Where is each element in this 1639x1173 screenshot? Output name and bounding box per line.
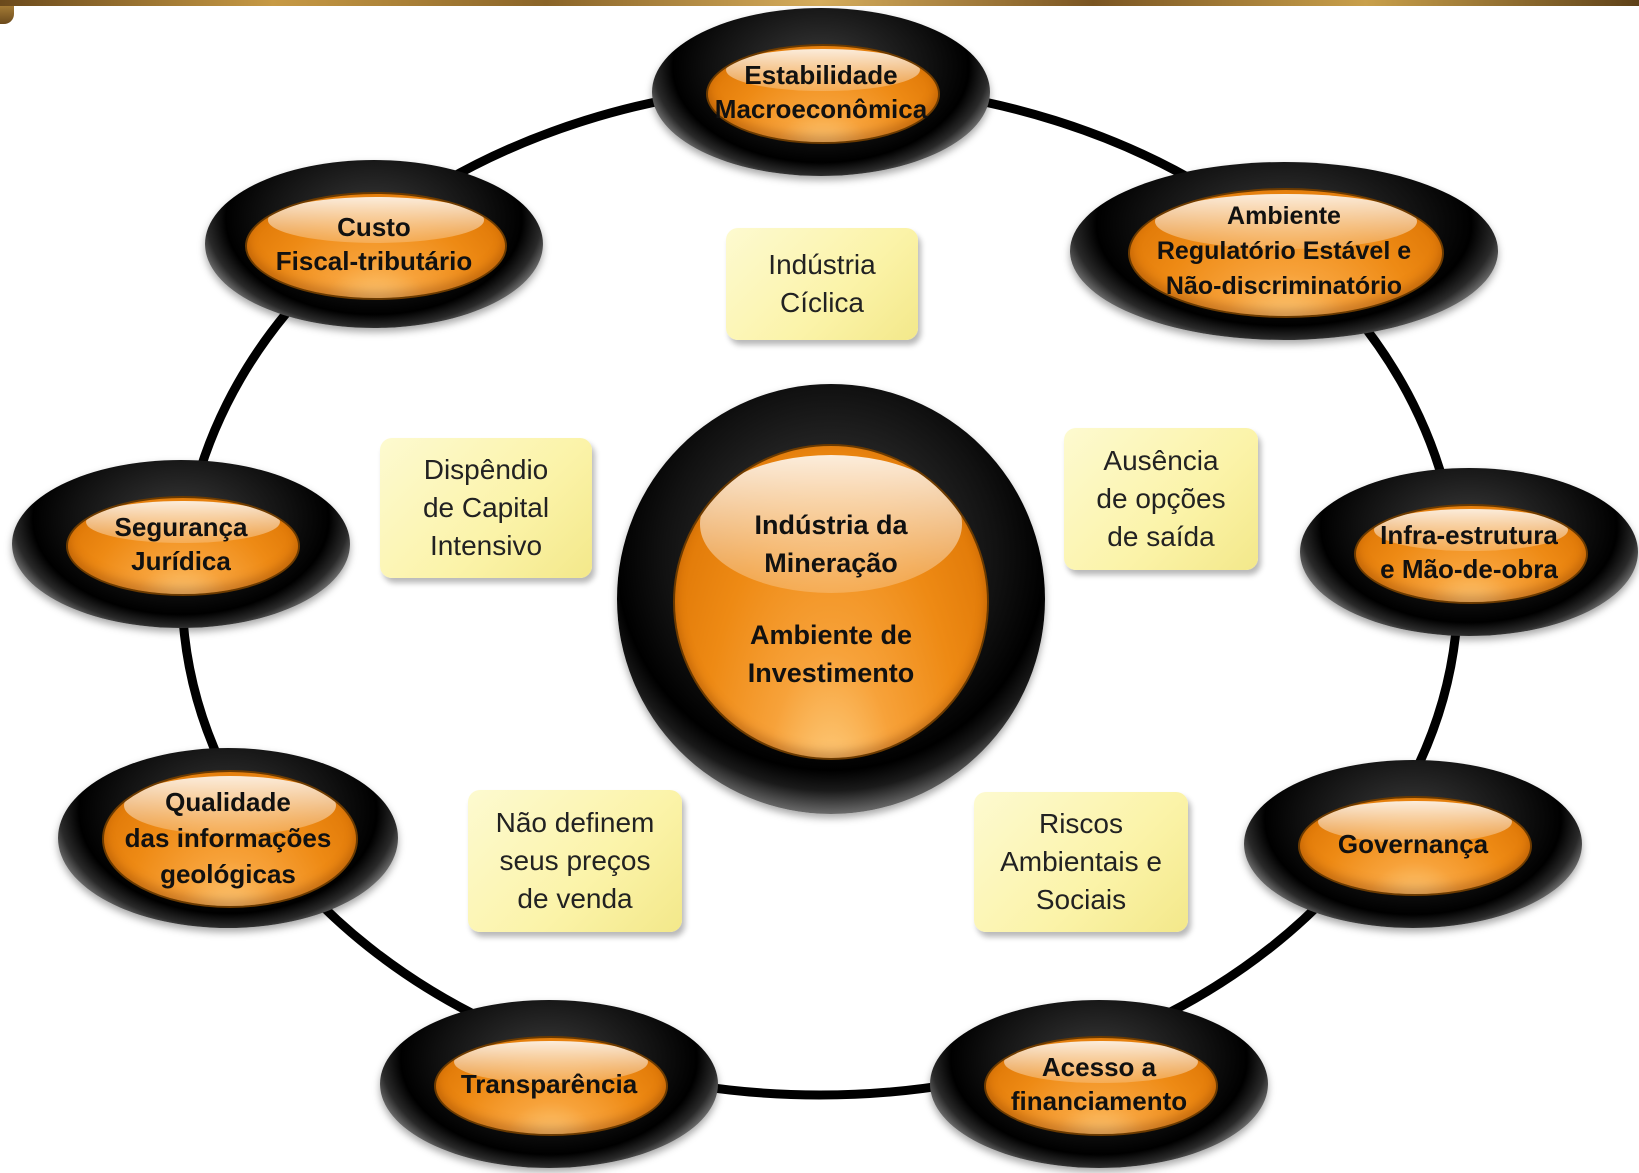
node-core (102, 770, 358, 908)
node-core (434, 1036, 668, 1136)
node-label-line: geológicas (160, 859, 296, 889)
note-line: Riscos (1038, 808, 1123, 839)
node-label: Governança (1244, 760, 1582, 928)
node-label-line: Custo (337, 212, 411, 242)
node-label-line: Governança (1337, 829, 1489, 859)
node-label: Custo Fiscal-tributário (205, 160, 543, 328)
node-label-line: Estabilidade (744, 60, 898, 90)
center-subtitle-line-1: Ambiente de (749, 620, 913, 650)
node-label-line: Transparência (460, 1069, 638, 1099)
note-line: de opções (1096, 483, 1226, 514)
node-core (984, 1036, 1218, 1136)
note-line: seus preços (499, 845, 651, 876)
note-line: Indústria (768, 249, 876, 280)
node-label: Ambiente Regulatório Estável e Não-discr… (1070, 162, 1498, 340)
top-photo-band (0, 0, 1639, 6)
node-transparencia: Transparência (380, 1000, 718, 1168)
node-label-line: Segurança (114, 512, 248, 542)
node-core (1298, 796, 1532, 896)
note-line: Ausência (1103, 445, 1219, 476)
node-acesso-financiamento: Acesso a financiamento (930, 1000, 1268, 1168)
node-label-line: Ambiente (1227, 201, 1341, 230)
center-hub: Indústria da Mineração Ambiente de Inves… (617, 384, 1045, 814)
note-line: Não definem (495, 807, 655, 838)
node-label-line: Regulatório Estável e (1156, 236, 1412, 265)
node-label-line: Macroeconômica (714, 94, 928, 124)
node-infra-estrutura: Infra-estrutura e Mão-de-obra (1300, 468, 1638, 636)
node-label: Qualidade das informações geológicas (58, 748, 398, 928)
node-label-line: e Mão-de-obra (1380, 554, 1558, 584)
center-hub-label: Indústria da Mineração Ambiente de Inves… (617, 384, 1045, 814)
node-core (1354, 504, 1588, 604)
node-label-line: Acesso a (1041, 1052, 1157, 1082)
note-line: Cíclica (779, 287, 864, 318)
node-qualidade-informacoes: Qualidade das informações geológicas (58, 748, 398, 928)
top-photo-band-corner (0, 6, 14, 24)
note-line: Intensivo (429, 530, 543, 561)
node-label: Segurança Jurídica (12, 460, 350, 628)
center-title-line-2: Mineração (764, 548, 898, 578)
node-core (245, 192, 507, 300)
note-line: Sociais (1035, 884, 1127, 915)
note-line: de Capital (422, 492, 550, 523)
center-subtitle-line-2: Investimento (747, 658, 915, 688)
node-core (1128, 188, 1444, 318)
node-label-line: Não-discriminatório (1165, 271, 1403, 300)
node-label-line: Qualidade (165, 787, 291, 817)
node-label-line: Jurídica (131, 546, 231, 576)
note-ausencia-opcoes: Ausência de opções de saída (1064, 428, 1258, 570)
node-label-line: Infra-estrutura (1380, 520, 1558, 550)
note-line: de saída (1107, 521, 1215, 552)
center-hub-core (673, 444, 989, 760)
node-estabilidade-macroeconomica: Estabilidade Macroeconômica (652, 8, 990, 176)
note-riscos-ambientais: Riscos Ambientais e Sociais (974, 792, 1188, 932)
node-label: Infra-estrutura e Mão-de-obra (1300, 468, 1638, 636)
node-label-line: das informações (124, 823, 332, 853)
node-label: Acesso a financiamento (930, 1000, 1268, 1168)
note-dispendio-capital: Dispêndio de Capital Intensivo (380, 438, 592, 578)
node-ambiente-regulatorio: Ambiente Regulatório Estável e Não-discr… (1070, 162, 1498, 340)
note-industria-ciclica: Indústria Cíclica (726, 228, 918, 340)
node-governanca: Governança (1244, 760, 1582, 928)
node-core (706, 44, 940, 144)
node-label-line: Fiscal-tributário (275, 246, 473, 276)
node-seguranca-juridica: Segurança Jurídica (12, 460, 350, 628)
note-line: de venda (517, 883, 633, 914)
node-label: Transparência (380, 1000, 718, 1168)
note-nao-definem-precos: Não definem seus preços de venda (468, 790, 682, 932)
note-line: Ambientais e (1000, 846, 1162, 877)
node-core (66, 496, 300, 596)
node-custo-fiscal: Custo Fiscal-tributário (205, 160, 543, 328)
center-title-line-1: Indústria da (754, 510, 908, 540)
node-label-line: financiamento (1010, 1086, 1188, 1116)
node-label: Estabilidade Macroeconômica (652, 8, 990, 176)
note-line: Dispêndio (423, 454, 549, 485)
